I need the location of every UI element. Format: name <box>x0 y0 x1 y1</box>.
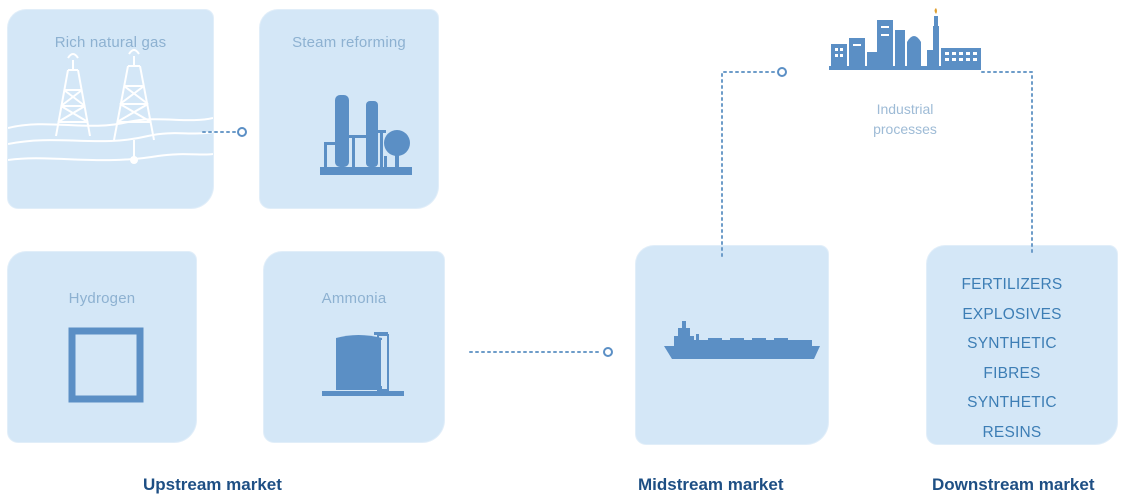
downstream-market-label: Downstream market <box>932 475 1095 494</box>
card-label-steam-reforming: Steam reforming <box>292 34 406 51</box>
card-steam-reforming: Steam reforming <box>260 10 438 208</box>
downstream-item: SYNTHETIC <box>967 335 1057 352</box>
industrial-processes-label: Industrial processes <box>873 101 937 137</box>
card-label-hydrogen: Hydrogen <box>68 290 136 307</box>
downstream-products-list: FERTILIZERS EXPLOSIVES SYNTHETIC FIBRES … <box>950 270 1074 447</box>
midstream-market-label: Midstream market <box>638 475 784 494</box>
tanker-ship-icon <box>664 321 820 359</box>
card-midstream <box>636 246 828 444</box>
card-label-ammonia: Ammonia <box>321 290 387 307</box>
downstream-item: RESINS <box>982 423 1042 441</box>
reformer-plant-icon <box>320 95 412 175</box>
connector-midstream-to-industry <box>721 71 777 257</box>
connector-end-dot <box>237 127 247 137</box>
oil-derrick-icon <box>8 49 213 164</box>
industrial-plant-icon <box>829 8 981 70</box>
upstream-market-label: Upstream market <box>143 475 282 494</box>
connector-end-dot <box>777 67 787 77</box>
card-hydrogen: Hydrogen <box>8 252 196 442</box>
connector-end-dot <box>603 347 613 357</box>
card-label-rich-natural-gas: Rich natural gas <box>54 34 167 51</box>
card-downstream <box>927 246 1117 444</box>
storage-tank-icon <box>322 332 404 396</box>
card-ammonia: Ammonia <box>264 252 444 442</box>
downstream-item: SYNTHETIC <box>967 394 1057 411</box>
downstream-item: EXPLOSIVES <box>962 305 1062 323</box>
card-rich-natural-gas: Rich natural gas <box>8 10 213 208</box>
downstream-item: FIBRES <box>983 364 1041 382</box>
downstream-item: FERTILIZERS <box>961 276 1063 293</box>
square-icon <box>68 327 144 403</box>
